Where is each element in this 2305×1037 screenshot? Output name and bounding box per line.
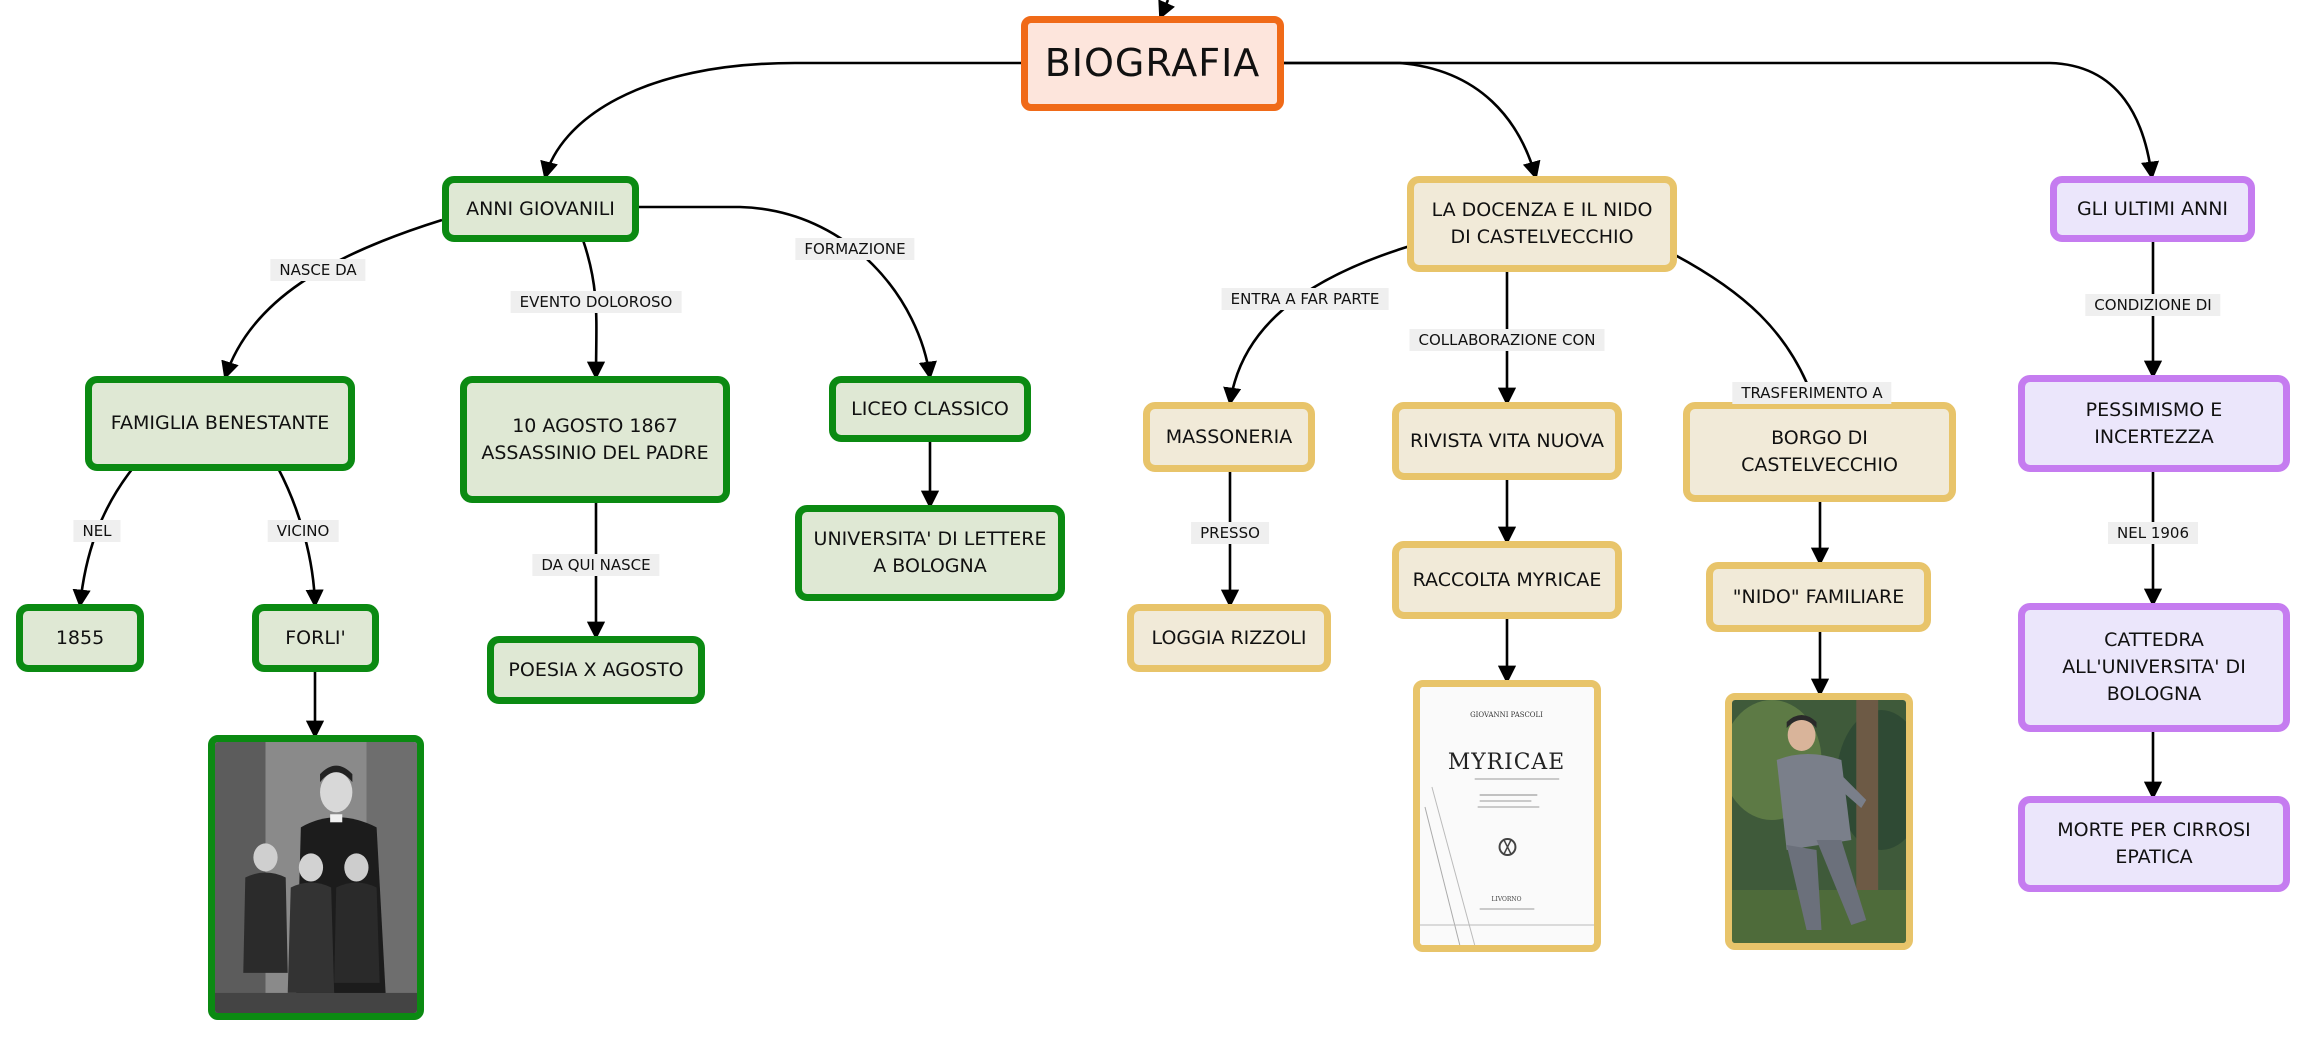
pascoli-portrait	[1725, 693, 1913, 950]
link-label-trasferimento-a: TRASFERIMENTO A	[1732, 382, 1892, 404]
link-label-collaborazione-con: COLLABORAZIONE CON	[1409, 329, 1605, 351]
node-borgo-castelvecchio[interactable]: BORGO DI CASTELVECCHIO	[1683, 402, 1956, 502]
link-label-nel: NEL	[73, 520, 121, 542]
node-loggia-rizzoli[interactable]: LOGGIA RIZZOLI	[1127, 604, 1331, 672]
link-label-entra-a-far-parte: ENTRA A FAR PARTE	[1221, 288, 1389, 310]
link-label-nasce-da: NASCE DA	[270, 259, 366, 281]
node-universita-lettere[interactable]: UNIVERSITA' DI LETTERE A BOLOGNA	[795, 505, 1065, 601]
node-liceo-classico[interactable]: LICEO CLASSICO	[829, 376, 1031, 442]
book-city: LIVORNO	[1492, 896, 1522, 903]
node-anni-giovanili[interactable]: ANNI GIOVANILI	[442, 176, 639, 242]
link-label-evento-doloroso: EVENTO DOLOROSO	[510, 291, 682, 313]
node-massoneria[interactable]: MASSONERIA	[1143, 402, 1315, 472]
family-photo	[208, 735, 424, 1020]
node-assassinio-padre[interactable]: 10 AGOSTO 1867 ASSASSINIO DEL PADRE	[460, 376, 730, 503]
node-forli[interactable]: FORLI'	[252, 604, 379, 672]
node-cattedra-universita[interactable]: CATTEDRA ALL'UNIVERSITA' DI BOLOGNA	[2018, 603, 2290, 732]
link-label-vicino: VICINO	[267, 520, 339, 542]
link-label-presso: PRESSO	[1191, 522, 1269, 544]
link-label-formazione: FORMAZIONE	[795, 238, 915, 260]
link-label-da-qui-nasce: DA QUI NASCE	[532, 554, 660, 576]
node-biografia[interactable]: BIOGRAFIA	[1021, 16, 1284, 111]
book-title: MYRICAE	[1448, 750, 1565, 775]
node-ultimi-anni[interactable]: GLI ULTIMI ANNI	[2050, 176, 2255, 242]
node-rivista-vita-nuova[interactable]: RIVISTA VITA NUOVA	[1392, 402, 1622, 480]
node-pessimismo-incertezza[interactable]: PESSIMISMO E INCERTEZZA	[2018, 375, 2290, 472]
myricae-book-cover: GIOVANNI PASCOLI MYRICAE LIVORNO	[1413, 680, 1601, 952]
node-1855[interactable]: 1855	[16, 604, 144, 672]
node-morte-cirrosi[interactable]: MORTE PER CIRROSI EPATICA	[2018, 796, 2290, 892]
node-poesia-x-agosto[interactable]: POESIA X AGOSTO	[487, 636, 705, 704]
link-label-condizione-di: CONDIZIONE DI	[2085, 294, 2221, 316]
node-nido-familiare[interactable]: "NIDO" FAMILIARE	[1706, 562, 1931, 632]
node-raccolta-myricae[interactable]: RACCOLTA MYRICAE	[1392, 541, 1622, 619]
book-author: GIOVANNI PASCOLI	[1470, 711, 1543, 719]
link-label-nel-1906: NEL 1906	[2108, 522, 2198, 544]
node-docenza-castelvecchio[interactable]: LA DOCENZA E IL NIDO DI CASTELVECCHIO	[1407, 176, 1677, 272]
node-famiglia-benestante[interactable]: FAMIGLIA BENESTANTE	[85, 376, 355, 471]
